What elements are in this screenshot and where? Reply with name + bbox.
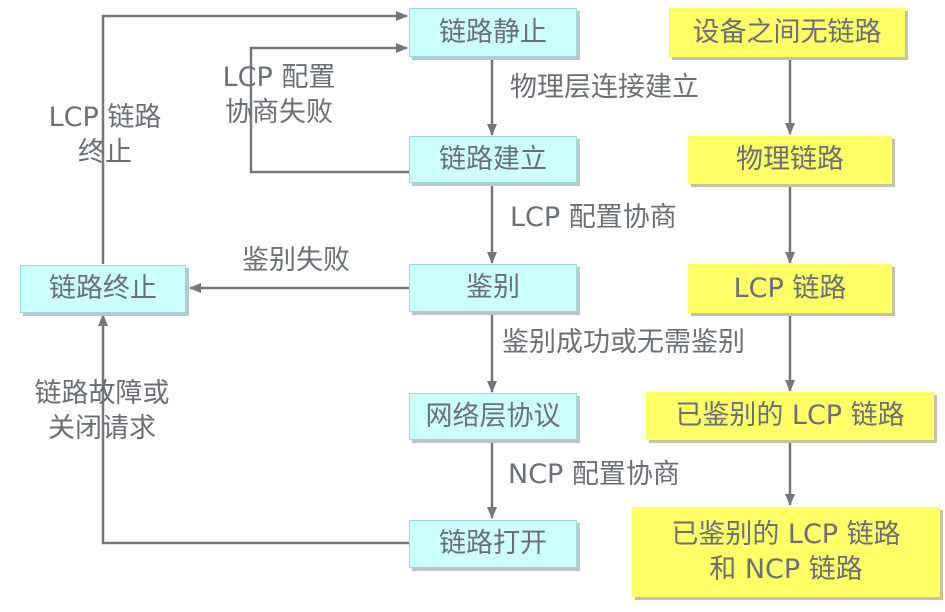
phase-physical: 物理链路 bbox=[688, 136, 892, 184]
arrow-terminate-to-dead bbox=[101, 11, 408, 264]
state-establish: 链路建立 bbox=[409, 136, 577, 183]
label-lcp-negotiate: LCP 配置协商 bbox=[510, 202, 677, 233]
label-auth-ok: 鉴别成功或无需鉴别 bbox=[502, 327, 745, 358]
label-lcp-fail: LCP 配置 协商失败 bbox=[222, 62, 336, 129]
state-network: 网络层协议 bbox=[409, 393, 577, 440]
phase-lcp: LCP 链路 bbox=[688, 264, 892, 313]
phase-auth-lcp-ncp: 已鉴别的 LCP 链路 和 NCP 链路 bbox=[632, 507, 940, 597]
state-terminate: 链路终止 bbox=[20, 265, 186, 313]
arrow-lcp-fail-to-dead bbox=[249, 43, 409, 174]
arrow-open-to-terminate bbox=[98, 314, 409, 545]
state-open: 链路打开 bbox=[409, 520, 577, 568]
state-authenticate: 鉴别 bbox=[409, 264, 577, 312]
label-fault-close: 链路故障或 关闭请求 bbox=[34, 378, 170, 445]
state-dead: 链路静止 bbox=[409, 8, 577, 57]
label-auth-fail: 鉴别失败 bbox=[242, 245, 350, 276]
phase-auth-lcp: 已鉴别的 LCP 链路 bbox=[646, 392, 934, 440]
label-lcp-terminate: LCP 链路 终止 bbox=[48, 102, 162, 169]
label-physical-up: 物理层连接建立 bbox=[510, 72, 699, 103]
phase-no-link: 设备之间无链路 bbox=[669, 8, 905, 57]
label-ncp-negotiate: NCP 配置协商 bbox=[508, 459, 680, 490]
